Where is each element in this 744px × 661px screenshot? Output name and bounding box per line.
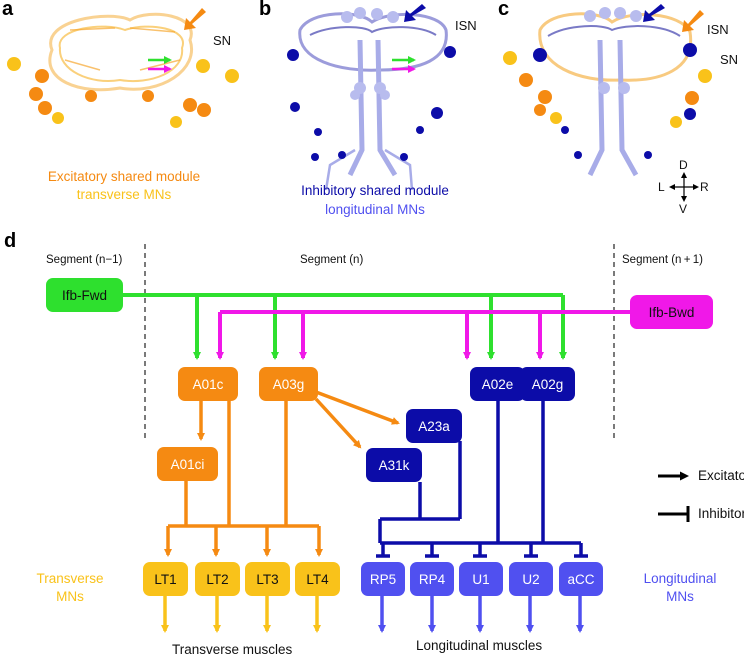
- ifb-fwd-projections: [123, 293, 567, 360]
- legend-excitatory-label: Excitatory: [698, 468, 744, 483]
- segment-prev-label: Segment (n−1): [46, 254, 123, 266]
- compass-d: D: [679, 158, 688, 172]
- panel-letter-d: d: [4, 230, 17, 252]
- segment-next-label: Segment (n + 1): [622, 254, 703, 266]
- compass-r: R: [700, 180, 709, 194]
- panel-c-image: [503, 4, 712, 202]
- sn-label-c: SN: [720, 52, 739, 67]
- panel-a-image: [7, 8, 239, 128]
- longitudinal-mns-caption: longitudinal MNs: [325, 202, 425, 217]
- transverse-mns-caption: transverse MNs: [76, 187, 172, 202]
- legend-inhibitory-symbol: [658, 506, 690, 522]
- longitudinal-muscle-arrows: [378, 594, 584, 633]
- isn-label-c: ISN: [707, 22, 729, 37]
- excitatory-module-wires: [164, 390, 400, 557]
- longitudinal-muscles-label: Longitudinal muscles: [416, 638, 543, 653]
- a02g-node: A02g: [520, 367, 575, 401]
- rp4-node: RP4: [410, 562, 454, 596]
- transverse-mns-label-line1: Transverse: [36, 571, 104, 586]
- lt1-node: LT1: [143, 562, 188, 596]
- a01c-node: A01c: [178, 367, 238, 401]
- inhibitory-caption: Inhibitory shared module: [301, 183, 449, 198]
- compass-l: L: [658, 180, 665, 194]
- inhibitory-module-wires: [376, 401, 588, 558]
- acc-node: aCC: [559, 562, 603, 596]
- sn-label-a: SN: [213, 33, 232, 48]
- segment-curr-label: Segment (n): [300, 254, 364, 266]
- transverse-muscles-label: Transverse muscles: [172, 642, 293, 657]
- a02e-node: A02e: [470, 367, 525, 401]
- lt3-node: LT3: [245, 562, 290, 596]
- lt4-node: LT4: [295, 562, 340, 596]
- lt2-node: LT2: [195, 562, 240, 596]
- panel-letter-b: b: [259, 0, 272, 20]
- isn-label-b: ISN: [455, 18, 477, 33]
- longitudinal-mns-label-line2: MNs: [666, 589, 694, 604]
- ifb-bwd-node: Ifb-Bwd: [630, 295, 713, 329]
- legend-inhibitory-label: Inhibitory: [698, 506, 744, 521]
- a01ci-node: A01ci: [157, 447, 218, 481]
- a31k-node: A31k: [366, 448, 422, 482]
- transverse-muscle-arrows: [161, 594, 321, 633]
- panel-b-image: [287, 4, 456, 191]
- transverse-mns-label-line2: MNs: [56, 589, 84, 604]
- a23a-node: A23a: [406, 409, 462, 443]
- a03g-node: A03g: [259, 367, 318, 401]
- compass-v: V: [679, 202, 688, 216]
- excitatory-caption: Excitatory shared module: [47, 169, 201, 184]
- ifb-fwd-node: Ifb-Fwd: [46, 278, 123, 312]
- panel-letter-c: c: [498, 0, 510, 20]
- u2-node: U2: [509, 562, 553, 596]
- ifb-bwd-projections: [216, 310, 630, 360]
- u1-node: U1: [459, 562, 503, 596]
- longitudinal-mns-label-line1: Longitudinal: [643, 571, 717, 586]
- panel-letter-a: a: [2, 0, 14, 20]
- rp5-node: RP5: [361, 562, 405, 596]
